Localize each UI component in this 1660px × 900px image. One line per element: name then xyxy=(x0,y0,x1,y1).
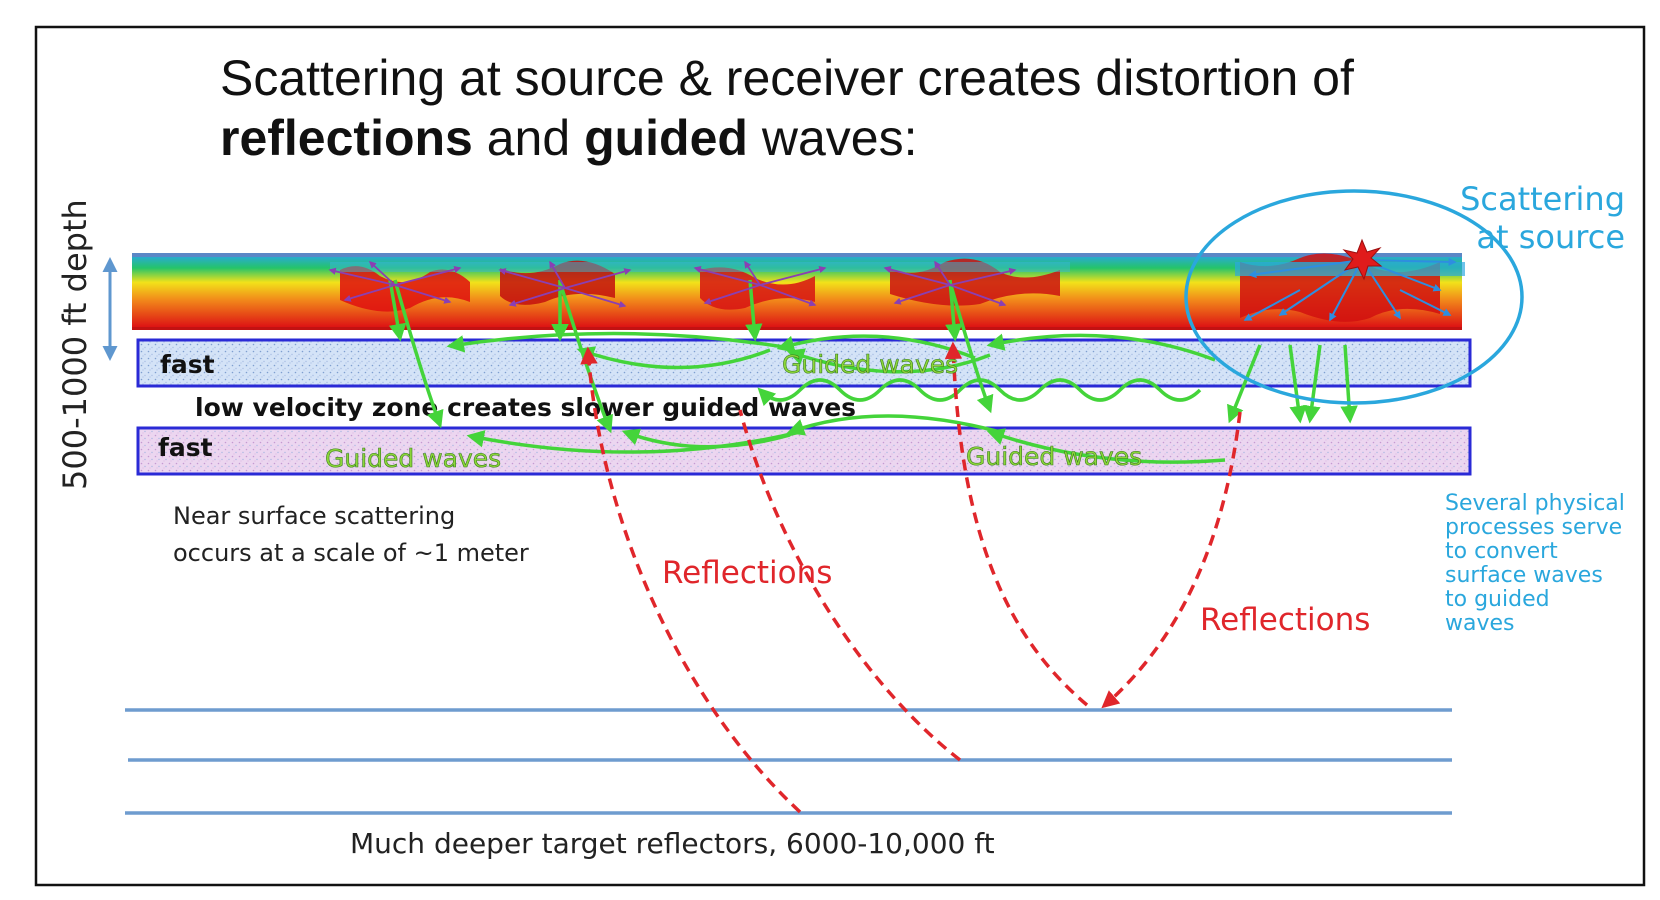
reflection-ray xyxy=(944,341,1089,707)
scatter-arrow-bursts xyxy=(328,260,1017,308)
reflection-rays xyxy=(580,341,1242,814)
source-star-icon xyxy=(1342,238,1383,281)
guided-waves-label: Guided waves xyxy=(966,442,1142,471)
guided-arc xyxy=(393,279,444,429)
guided-arc xyxy=(1227,344,1262,424)
low-velocity-label: low velocity zone creates slower guided … xyxy=(195,393,856,422)
guided-arc xyxy=(986,333,1216,362)
guided-arc xyxy=(558,281,613,434)
guided-arc xyxy=(1288,344,1307,424)
guided-arc xyxy=(745,279,763,342)
processes-note-line: surface waves xyxy=(1445,563,1603,588)
scatter-burst xyxy=(328,261,462,304)
scatter-burst xyxy=(883,260,1017,307)
guided-waves-label: Guided waves xyxy=(325,444,501,473)
near-surface-note-line-1: Near surface scattering xyxy=(173,502,455,530)
reflections-label: Reflections xyxy=(662,555,832,591)
title-and: and xyxy=(473,110,584,166)
reflection-ray xyxy=(1101,411,1242,709)
guided-arc xyxy=(446,331,791,353)
fast-bottom-label: fast xyxy=(158,433,213,462)
guided-arc xyxy=(621,428,791,449)
title-bold-reflections: reflections xyxy=(220,110,473,166)
guided-arc xyxy=(1303,344,1322,424)
processes-note: Several physical processes serve to conv… xyxy=(1445,491,1625,636)
scattering-ellipse xyxy=(1184,189,1524,405)
title-line-1: Scattering at source & receiver creates … xyxy=(220,50,1354,106)
guided-arc xyxy=(786,414,1001,436)
scatter-burst xyxy=(693,260,827,307)
processes-note-line: Several physical xyxy=(1445,491,1625,516)
scattering-label-line-1: Scattering xyxy=(1460,180,1625,218)
title-line-2: reflections and guided waves: xyxy=(220,110,917,166)
processes-note-line: processes serve xyxy=(1445,515,1622,540)
scattering-label-line-2: at source xyxy=(1476,218,1625,256)
guided-arc xyxy=(948,281,994,414)
guided-arc xyxy=(986,428,1226,464)
depth-label: 500-1000 ft depth xyxy=(56,199,94,490)
guided-arc xyxy=(388,279,407,342)
processes-note-line: to convert xyxy=(1445,539,1558,564)
scatter-burst xyxy=(498,260,632,308)
fast-top-label: fast xyxy=(160,350,215,379)
guided-arc xyxy=(786,348,991,374)
near-surface-note-line-2: occurs at a scale of ~1 meter xyxy=(173,539,529,567)
processes-note-line: to guided xyxy=(1445,587,1550,612)
reflection-ray xyxy=(580,346,802,814)
processes-note-line: waves xyxy=(1445,611,1515,636)
guided-arc xyxy=(1340,344,1358,424)
title-bold-guided: guided xyxy=(584,110,748,166)
reflections-label: Reflections xyxy=(1200,602,1370,638)
title-waves: waves: xyxy=(748,110,918,166)
deep-reflectors-caption: Much deeper target reflectors, 6000-10,0… xyxy=(350,827,995,860)
guided-waves-label: Guided waves xyxy=(782,350,958,379)
guided-arc xyxy=(576,346,771,370)
near-surface-band xyxy=(132,253,1465,330)
